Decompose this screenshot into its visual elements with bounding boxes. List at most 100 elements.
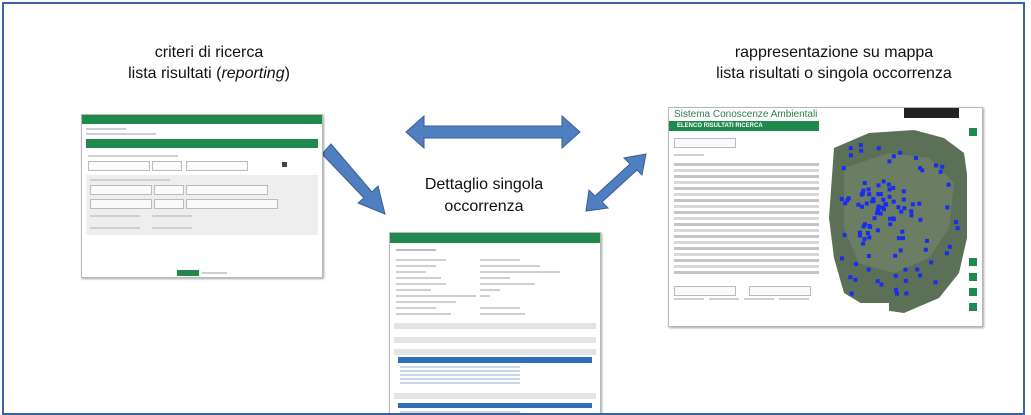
detail-table-header bbox=[398, 357, 592, 363]
map-point bbox=[891, 216, 896, 221]
table-row bbox=[674, 229, 819, 232]
table-row bbox=[674, 247, 819, 250]
map-point bbox=[901, 189, 906, 194]
map-point bbox=[842, 233, 847, 238]
map-point bbox=[862, 181, 867, 185]
map-point bbox=[902, 206, 907, 211]
map-point bbox=[955, 226, 960, 231]
map-caption: rappresentazione su mappa lista risultat… bbox=[654, 42, 1014, 84]
map-point bbox=[938, 169, 943, 174]
map-point bbox=[903, 267, 908, 272]
map-point bbox=[929, 260, 934, 265]
table-row bbox=[674, 169, 819, 172]
map-point bbox=[843, 201, 848, 206]
map-point bbox=[910, 202, 915, 207]
map-point bbox=[870, 199, 875, 204]
map-point bbox=[944, 251, 949, 256]
map-point bbox=[858, 233, 862, 238]
map-point bbox=[904, 291, 909, 296]
map-point bbox=[893, 253, 898, 258]
detail-caption: Dettaglio singola occorrenza bbox=[399, 174, 569, 218]
map-app-title: Sistema Conoscenze Ambientali bbox=[674, 109, 818, 120]
caption-left-line2-suffix: ) bbox=[284, 65, 290, 82]
map-point bbox=[881, 179, 886, 184]
map-point bbox=[861, 241, 866, 246]
map-point bbox=[872, 216, 877, 221]
map-point bbox=[888, 222, 893, 227]
map-point bbox=[886, 182, 891, 187]
map-point bbox=[891, 154, 896, 159]
map-point bbox=[891, 185, 896, 190]
map-point bbox=[887, 187, 892, 192]
map-point bbox=[888, 216, 892, 221]
map-point bbox=[875, 207, 880, 212]
map-point bbox=[848, 153, 853, 158]
table-row bbox=[674, 217, 819, 220]
double-arrow-detail-to-map bbox=[585, 153, 647, 212]
map-point bbox=[867, 224, 872, 228]
map-point bbox=[946, 182, 951, 187]
map-point bbox=[861, 188, 866, 193]
table-row bbox=[674, 187, 819, 190]
map-point bbox=[876, 146, 881, 151]
caption-middle-line2: occorrenza bbox=[444, 198, 524, 215]
results-panel-title: ELENCO RISULTATI RICERCA bbox=[677, 123, 763, 129]
map-point bbox=[866, 254, 871, 258]
map-point bbox=[901, 236, 905, 241]
map-point bbox=[871, 196, 876, 201]
map-point bbox=[867, 235, 872, 240]
map-point bbox=[865, 231, 870, 235]
table-row bbox=[674, 181, 819, 184]
map-point bbox=[945, 205, 950, 210]
table-row bbox=[674, 235, 819, 238]
map-point bbox=[841, 166, 846, 171]
table-row bbox=[674, 271, 819, 274]
map-point bbox=[857, 230, 862, 235]
caption-left-line2-prefix: lista risultati ( bbox=[128, 65, 222, 82]
table-row bbox=[674, 199, 819, 202]
detail-page-screenshot bbox=[389, 232, 601, 413]
map-point bbox=[840, 256, 844, 261]
map-point bbox=[858, 143, 863, 148]
map-point bbox=[875, 211, 879, 215]
map-view bbox=[829, 128, 979, 326]
map-point bbox=[863, 222, 867, 227]
caption-right-line1: rappresentazione su mappa bbox=[734, 44, 934, 61]
map-point bbox=[839, 197, 844, 201]
map-point bbox=[915, 267, 920, 272]
map-point bbox=[933, 163, 938, 168]
map-point bbox=[845, 198, 850, 203]
map-point bbox=[880, 205, 885, 210]
map-point bbox=[856, 202, 861, 207]
map-point bbox=[867, 192, 872, 197]
map-point bbox=[925, 238, 929, 243]
map-point bbox=[887, 194, 892, 199]
arrow-search-to-detail bbox=[321, 143, 386, 215]
map-point bbox=[900, 229, 905, 234]
map-point bbox=[909, 209, 914, 214]
form-select-1 bbox=[88, 161, 150, 171]
map-point bbox=[899, 209, 904, 214]
form-select-2 bbox=[152, 161, 182, 171]
map-point bbox=[920, 168, 925, 173]
map-point bbox=[848, 146, 853, 151]
map-point bbox=[913, 156, 918, 160]
table-row bbox=[674, 163, 819, 166]
map-point bbox=[879, 282, 884, 287]
map-point bbox=[878, 211, 883, 216]
table-row bbox=[674, 253, 819, 256]
map-point bbox=[918, 166, 923, 171]
map-point bbox=[896, 205, 901, 210]
map-point bbox=[864, 201, 869, 206]
map-point bbox=[859, 148, 864, 153]
map-point bbox=[896, 236, 901, 241]
table-row bbox=[674, 259, 819, 262]
map-point bbox=[887, 159, 892, 164]
map-point bbox=[903, 278, 908, 283]
map-point bbox=[884, 202, 889, 207]
form-select-3 bbox=[186, 161, 248, 171]
map-point bbox=[917, 201, 922, 206]
map-point bbox=[860, 204, 864, 209]
map-point bbox=[898, 150, 903, 155]
map-point bbox=[895, 291, 899, 296]
